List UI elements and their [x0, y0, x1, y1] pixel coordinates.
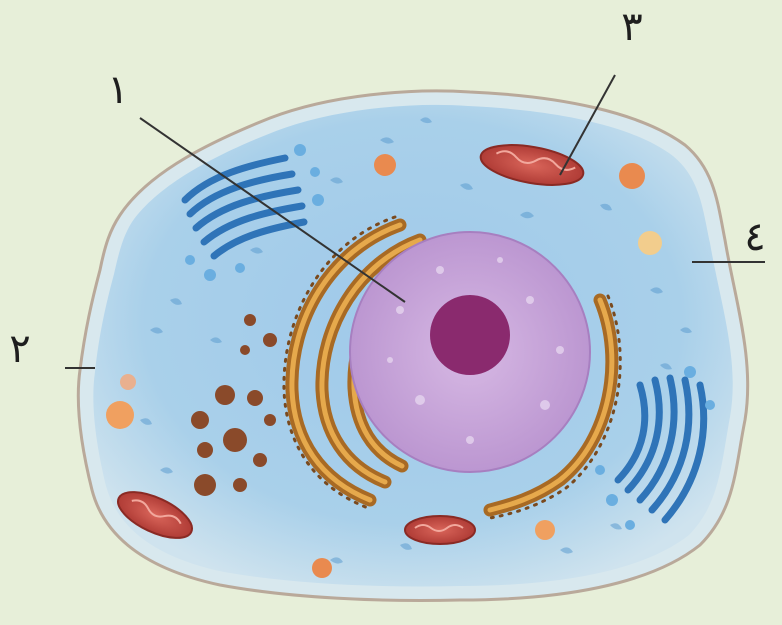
label-1: ١	[107, 67, 128, 113]
label-4: ٤	[744, 214, 765, 260]
label-3: ٣	[621, 4, 642, 50]
label-2: ٢	[9, 326, 30, 372]
nucleolus	[430, 295, 510, 375]
